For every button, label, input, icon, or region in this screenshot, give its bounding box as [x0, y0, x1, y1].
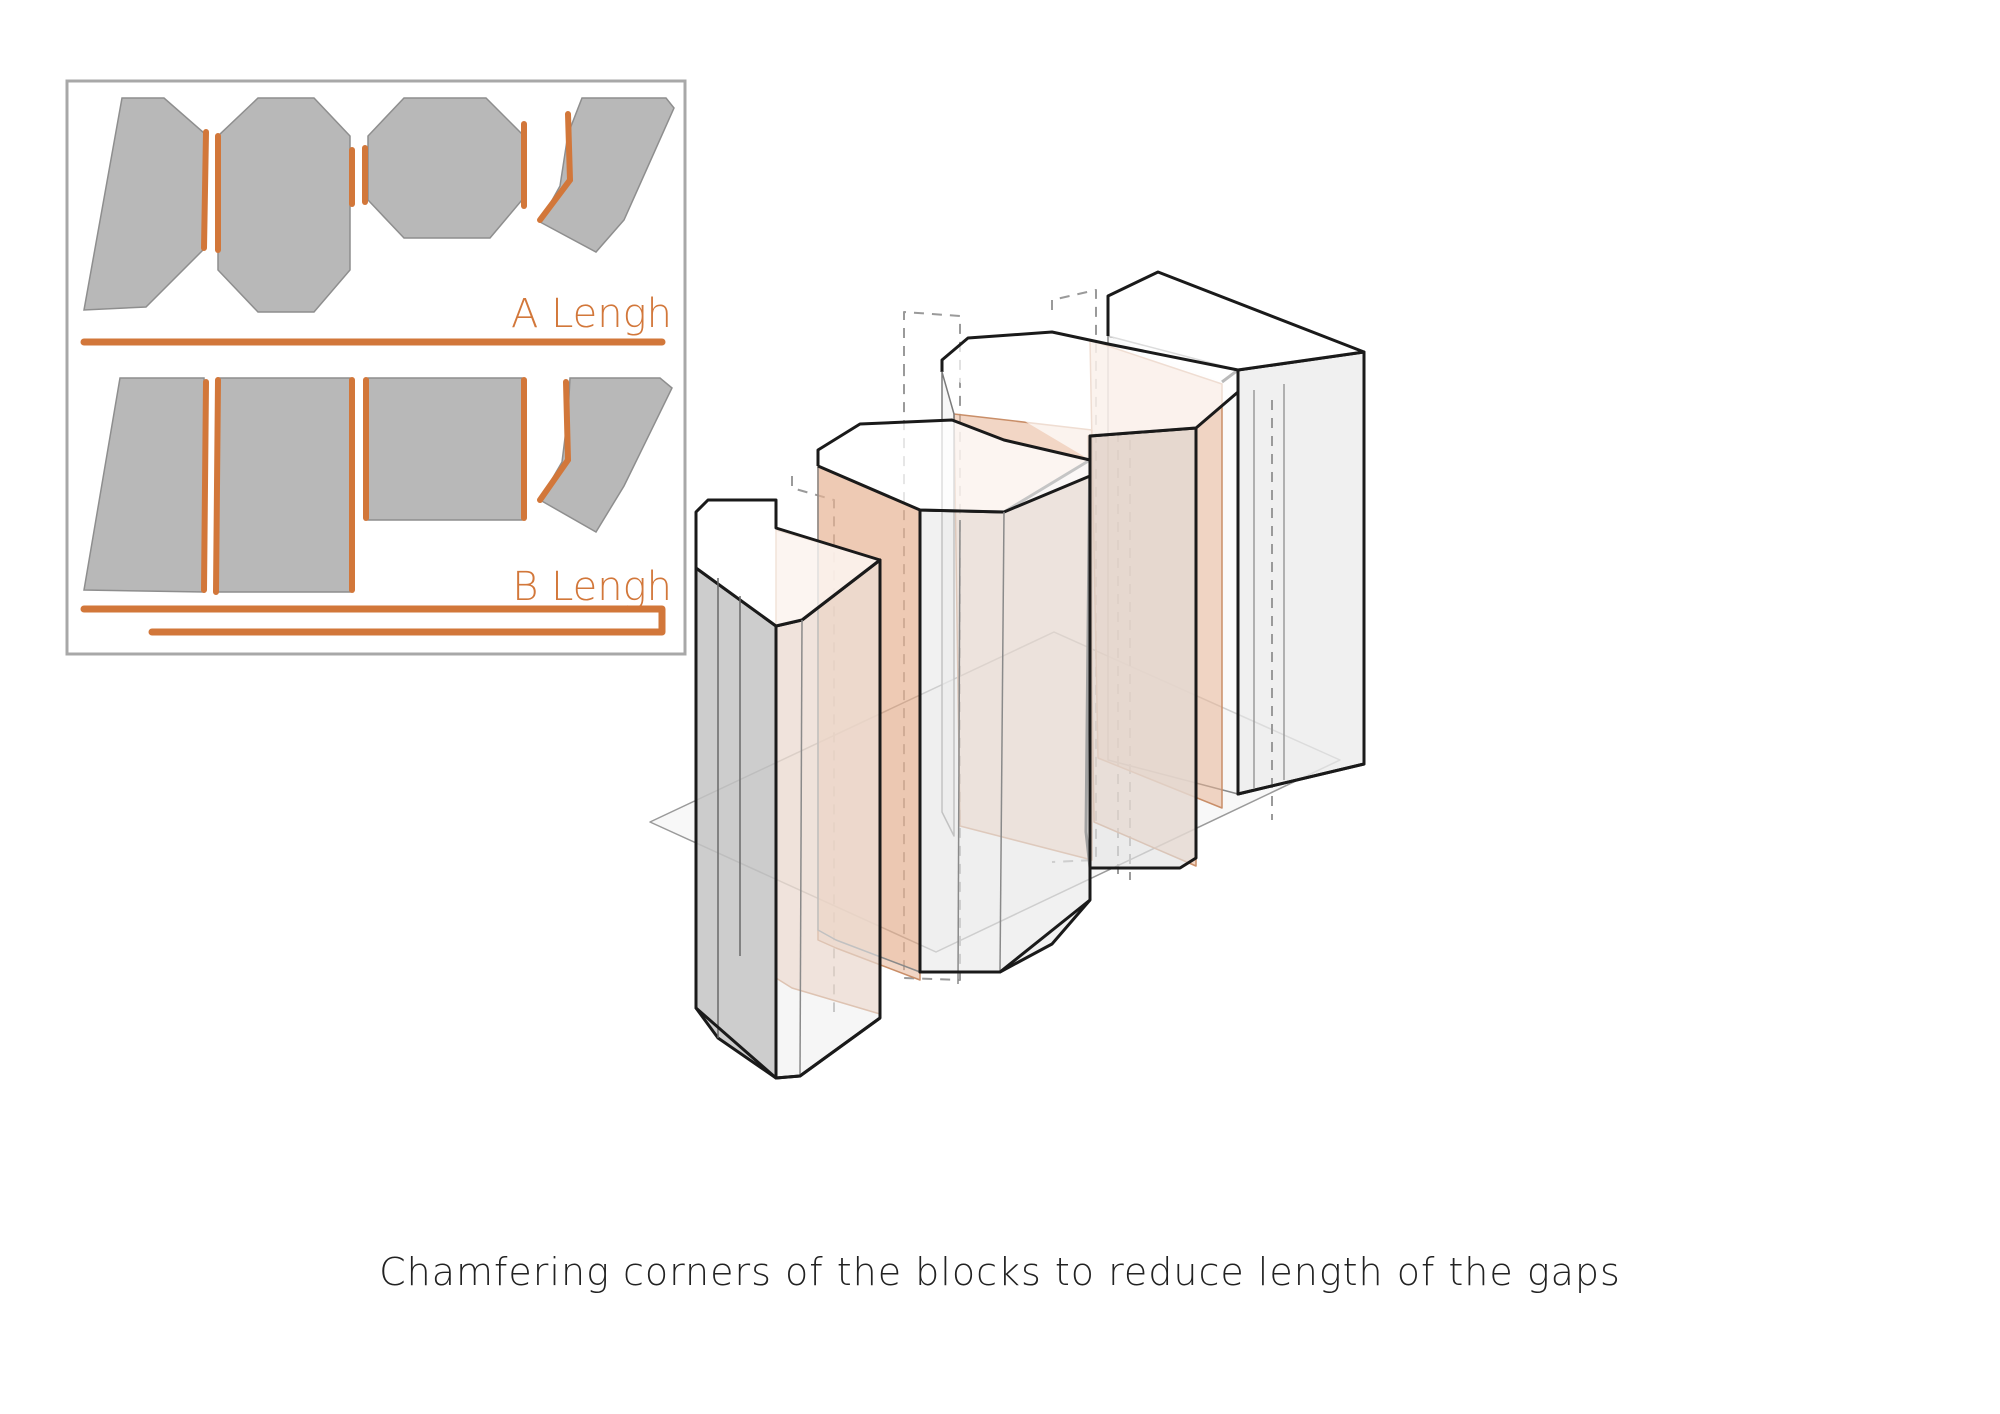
gap-b1	[201, 379, 209, 593]
block-2-edge	[999, 511, 1005, 973]
block-1-edge3	[799, 619, 803, 1077]
label-b-length: B Lengh	[512, 564, 672, 610]
row-a-blocks	[83, 97, 675, 313]
block-1-3d	[694, 498, 882, 1080]
block-3-top	[940, 330, 1240, 460]
gap-b6	[537, 379, 572, 503]
row-a-gaps	[201, 111, 574, 253]
block-2-top	[816, 418, 1092, 514]
silhouette-back	[1236, 352, 1366, 796]
block-a3	[367, 97, 523, 239]
block-1-side	[774, 558, 882, 1080]
row-b-blocks	[83, 377, 673, 593]
silhouette-mid	[918, 510, 1091, 974]
block-a2	[217, 97, 351, 313]
block-2-side	[918, 458, 1092, 974]
silhouette-front	[694, 568, 881, 1080]
gap-a6	[537, 111, 574, 223]
block-1-top	[694, 498, 882, 628]
silhouette-lines	[694, 352, 1366, 1080]
gap-a1	[201, 129, 209, 251]
block-3-side	[1084, 426, 1198, 870]
inset-panel: A Lengh B Lengh	[65, 79, 687, 656]
gap-b2	[213, 377, 221, 595]
row-b-gaps	[201, 377, 572, 595]
block-b2	[217, 377, 351, 593]
block-b3	[367, 377, 523, 521]
block-a4	[538, 97, 675, 253]
block-1-shaded-face	[694, 566, 778, 1080]
length-line-b	[80, 605, 666, 636]
label-a-length: A Lengh	[511, 291, 672, 337]
diagram-caption: Chamfering corners of the blocks to redu…	[379, 1250, 1621, 1294]
axonometric-view	[649, 270, 1366, 1080]
block-4-side	[1236, 350, 1366, 796]
block-2-edge2	[957, 519, 961, 985]
